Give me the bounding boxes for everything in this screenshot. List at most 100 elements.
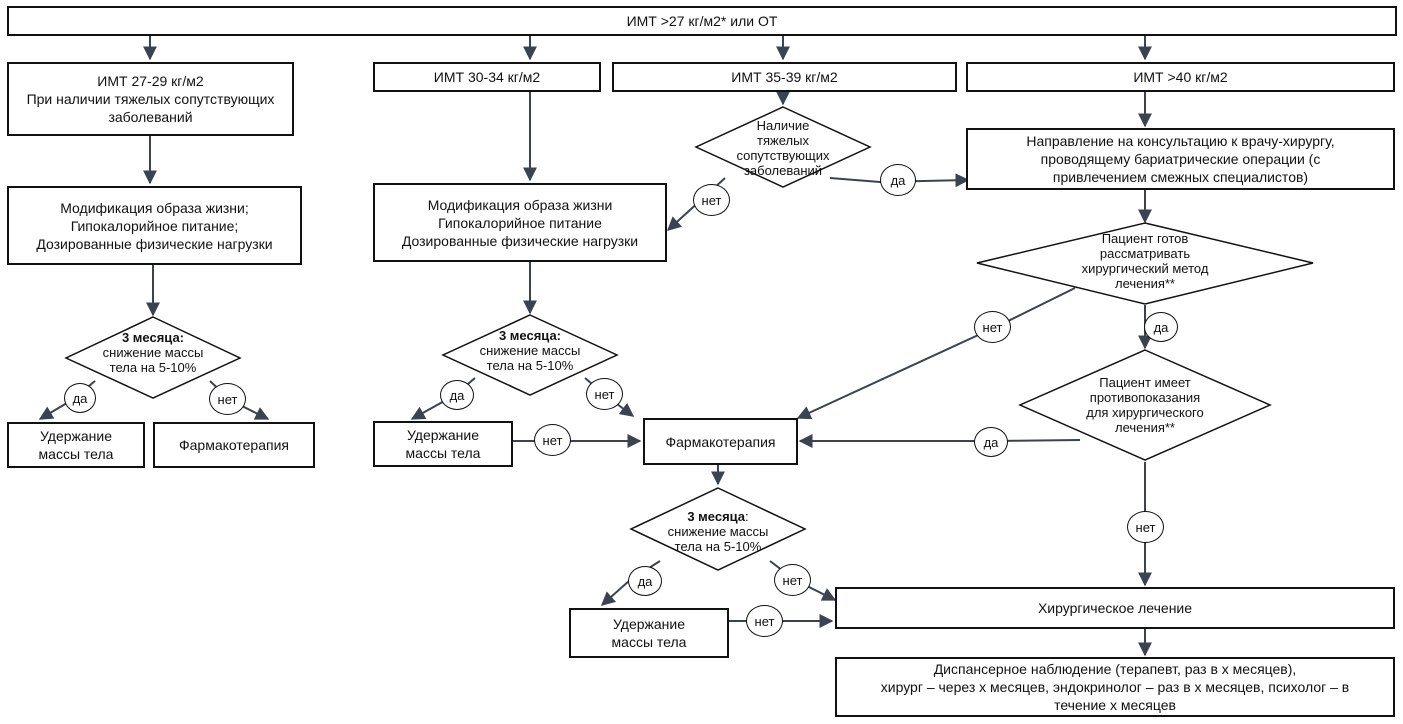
col2-lifestyle-box: Модификация образа жизни Гипокалорийное … (373, 183, 667, 262)
col2-no-label: нет (594, 386, 615, 402)
col1-no-label: нет (217, 391, 238, 407)
surgeon-referral-line1: Направление на консультацию к врачу-хиру… (1026, 133, 1335, 149)
col2-lifestyle-line2: Гипокалорийное питание (438, 214, 602, 231)
col1-lifestyle-line3: Дозированные физические нагрузки (36, 235, 273, 252)
decision3-diamond (629, 487, 807, 571)
col1-lifestyle-line2: Гипокалорийное питание; (70, 217, 239, 234)
ready-decision-line3: хирургический метод (1081, 261, 1209, 276)
ready-decision-line4: лечения** (1115, 276, 1175, 291)
col2-maintain-line1: Удержание (406, 427, 480, 443)
col2-decision-title: 3 месяца: (498, 327, 562, 343)
col2-maintain-box: Удержание массы тела (373, 421, 513, 467)
col2-lifestyle-line3: Дозированные физические нагрузки (401, 232, 639, 249)
col2-yes-label: да (449, 387, 465, 403)
col2-maintain-line2: массы тела (405, 445, 481, 461)
maintain3-no-circle: нет (746, 605, 783, 637)
decision3-line1: снижение массы (667, 523, 769, 539)
col2-decision-line2: тела на 5-10% (486, 357, 574, 373)
surgeon-referral-line2: проводящему бариатрические операции (с (1040, 151, 1321, 167)
contra-decision-line4: лечения** (1115, 420, 1175, 435)
col3-yes-circle: да (880, 164, 916, 196)
followup-line2: хирург – через х месяцев, эндокринолог –… (880, 679, 1350, 695)
followup-line3: течение х месяцев (1054, 697, 1176, 713)
ready-decision-line2: рассматривать (1099, 246, 1191, 261)
followup-box: Диспансерное наблюдение (терапевт, раз в… (835, 657, 1395, 717)
col3-yes-label: да (890, 172, 906, 188)
col3-no-label: нет (701, 192, 722, 208)
col3-decision-line3: сопутствующих (736, 148, 830, 163)
col2-decision-diamond (441, 314, 619, 396)
surgeon-referral-box: Направление на консультацию к врачу-хиру… (966, 128, 1395, 190)
col1-pharma-box: Фармакотерапия (153, 422, 315, 468)
contra-no-label: нет (1135, 519, 1156, 535)
bmi-30-34-box: ИМТ 30-34 кг/м2 (373, 62, 601, 92)
decision3-line2: тела на 5-10% (674, 538, 762, 554)
pharma-main-box: Фармакотерапия (643, 418, 798, 465)
decision3-text: 3 месяца: снижение массы тела на 5-10% (651, 506, 785, 556)
ready-yes-label: да (1153, 319, 1169, 335)
maintain3-line2: массы тела (611, 634, 687, 650)
decision3-title: 3 месяца (687, 508, 746, 524)
col1-lifestyle-box: Модификация образа жизни; Гипокалорийное… (7, 186, 302, 265)
col3-decision-line4: заболеваний (743, 163, 823, 178)
bmi-27-29-line3: заболеваний (108, 109, 193, 125)
col2-no-circle: нет (586, 378, 623, 410)
contra-decision-line2: противопоказания (1089, 390, 1201, 405)
surgeon-referral-line3: привлечением смежных специалистов) (1052, 169, 1309, 185)
contra-yes-circle: да (974, 427, 1008, 457)
col1-maintain-line1: Удержание (39, 428, 113, 444)
surgery-box: Хирургическое лечение (835, 587, 1395, 629)
contra-decision-diamond (1018, 349, 1272, 461)
decision3-title-row: 3 месяца: (687, 509, 748, 524)
decision3-no-circle: нет (774, 564, 811, 596)
col1-yes-circle: да (64, 383, 96, 413)
col3-no-circle: нет (693, 184, 730, 216)
col2-decision-text: 3 месяца: снижение массы тела на 5-10% (463, 325, 597, 375)
maintain3-no-label: нет (754, 613, 775, 629)
top-criteria-label: ИМТ >27 кг/м2* или ОТ (626, 13, 778, 29)
col2-lifestyle-line1: Модификация образа жизни (427, 196, 613, 213)
bmi-40-label: ИМТ >40 кг/м2 (1133, 69, 1228, 85)
col1-no-circle: нет (209, 383, 246, 415)
col2-yes-circle: да (440, 380, 474, 410)
col3-decision-text: Наличие тяжелых сопутствующих заболевани… (723, 116, 843, 180)
maintain3-line1: Удержание (612, 616, 686, 632)
ready-yes-circle: да (1144, 312, 1178, 342)
col2-maintain-no-circle: нет (534, 424, 571, 456)
col1-pharma-label: Фармакотерапия (179, 437, 289, 453)
col3-decision-line2: тяжелых (757, 133, 809, 148)
col1-decision-line2: тела на 5-10% (109, 359, 197, 375)
bmi-35-39-label: ИМТ 35-39 кг/м2 (731, 69, 838, 85)
col1-decision-text: 3 месяца: снижение массы тела на 5-10% (86, 326, 220, 378)
col2-decision-line1: снижение массы (479, 342, 581, 358)
decision3-yes-circle: да (628, 566, 662, 596)
bmi-40-box: ИМТ >40 кг/м2 (966, 62, 1395, 92)
bmi-30-34-label: ИМТ 30-34 кг/м2 (433, 69, 541, 85)
bmi-27-29-line2: При наличии тяжелых сопутствующих (26, 91, 275, 107)
pharma-main-label: Фармакотерапия (665, 433, 776, 450)
col1-lifestyle-line1: Модификация образа жизни; (60, 199, 249, 216)
ready-no-circle: нет (974, 311, 1011, 343)
top-criteria-box: ИМТ >27 кг/м2* или ОТ (7, 6, 1397, 36)
bmi-27-29-box: ИМТ 27-29 кг/м2 При наличии тяжелых сопу… (7, 62, 294, 136)
contra-decision-text: Пациент имеет противопоказания для хирур… (1065, 374, 1225, 436)
col3-decision-line1: Наличие (756, 118, 810, 133)
col2-maintain-no-label: нет (542, 432, 563, 448)
surgery-label: Хирургическое лечение (1037, 600, 1193, 616)
bmi-35-39-box: ИМТ 35-39 кг/м2 (612, 62, 957, 92)
col3-decision-diamond (694, 106, 872, 188)
decision3-no-label: нет (782, 572, 803, 588)
bmi-27-29-line1: ИМТ 27-29 кг/м2 (97, 73, 204, 89)
followup-line1: Диспансерное наблюдение (терапевт, раз в… (933, 661, 1297, 677)
contra-decision-line1: Пациент имеет (1099, 375, 1191, 390)
ready-decision-diamond (976, 222, 1314, 305)
decision3-yes-label: да (637, 573, 653, 589)
ready-decision-line1: Пациент готов (1101, 231, 1189, 246)
decision3-title-suffix: : (745, 508, 749, 524)
col1-decision-title: 3 месяца: (121, 329, 185, 345)
col1-decision-line1: снижение массы (102, 344, 204, 360)
contra-yes-label: да (983, 434, 999, 450)
col1-yes-label: да (72, 390, 88, 406)
maintain3-box: Удержание массы тела (569, 608, 729, 658)
col1-decision-diamond (64, 316, 242, 399)
